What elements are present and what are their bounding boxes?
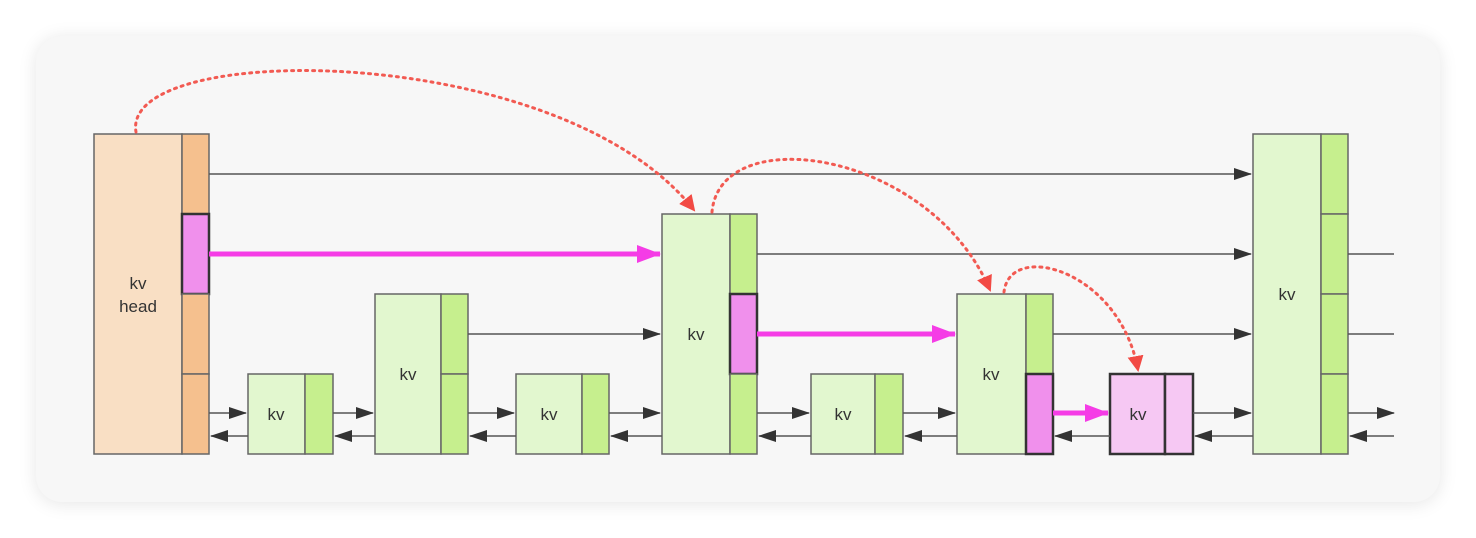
head-node: kv head (93, 133, 211, 455)
target-node-label: kv (1130, 405, 1148, 424)
node-4-path-slot (728, 292, 759, 376)
node-4: kv (661, 213, 759, 455)
head-level-1-slot (181, 373, 210, 455)
node-1: kv (247, 373, 334, 455)
search-arcs (134, 69, 1144, 372)
node-8-label: kv (1279, 285, 1297, 304)
node-3: kv (515, 373, 610, 455)
node-8: kv (1252, 133, 1349, 455)
search-arc-1 (134, 69, 696, 212)
node-6-label: kv (983, 365, 1001, 384)
node-5-label: kv (835, 405, 853, 424)
search-arc-2 (710, 157, 992, 292)
head-level-2-slot (181, 293, 210, 375)
node-3-label: kv (541, 405, 559, 424)
node-2-label: kv (400, 365, 418, 384)
node-5: kv (810, 373, 904, 455)
search-arc-3 (1002, 265, 1144, 372)
node-6: kv (956, 293, 1055, 456)
head-label-kv: kv (130, 274, 148, 293)
target-node: kv (1108, 372, 1195, 456)
node-4-label: kv (688, 325, 706, 344)
head-level-4-slot (181, 133, 210, 215)
node-6-path-slot (1024, 372, 1055, 456)
head-label-head: head (119, 297, 157, 316)
node-2: kv (374, 293, 469, 455)
node-1-label: kv (268, 405, 286, 424)
head-level-3-slot (180, 212, 211, 296)
